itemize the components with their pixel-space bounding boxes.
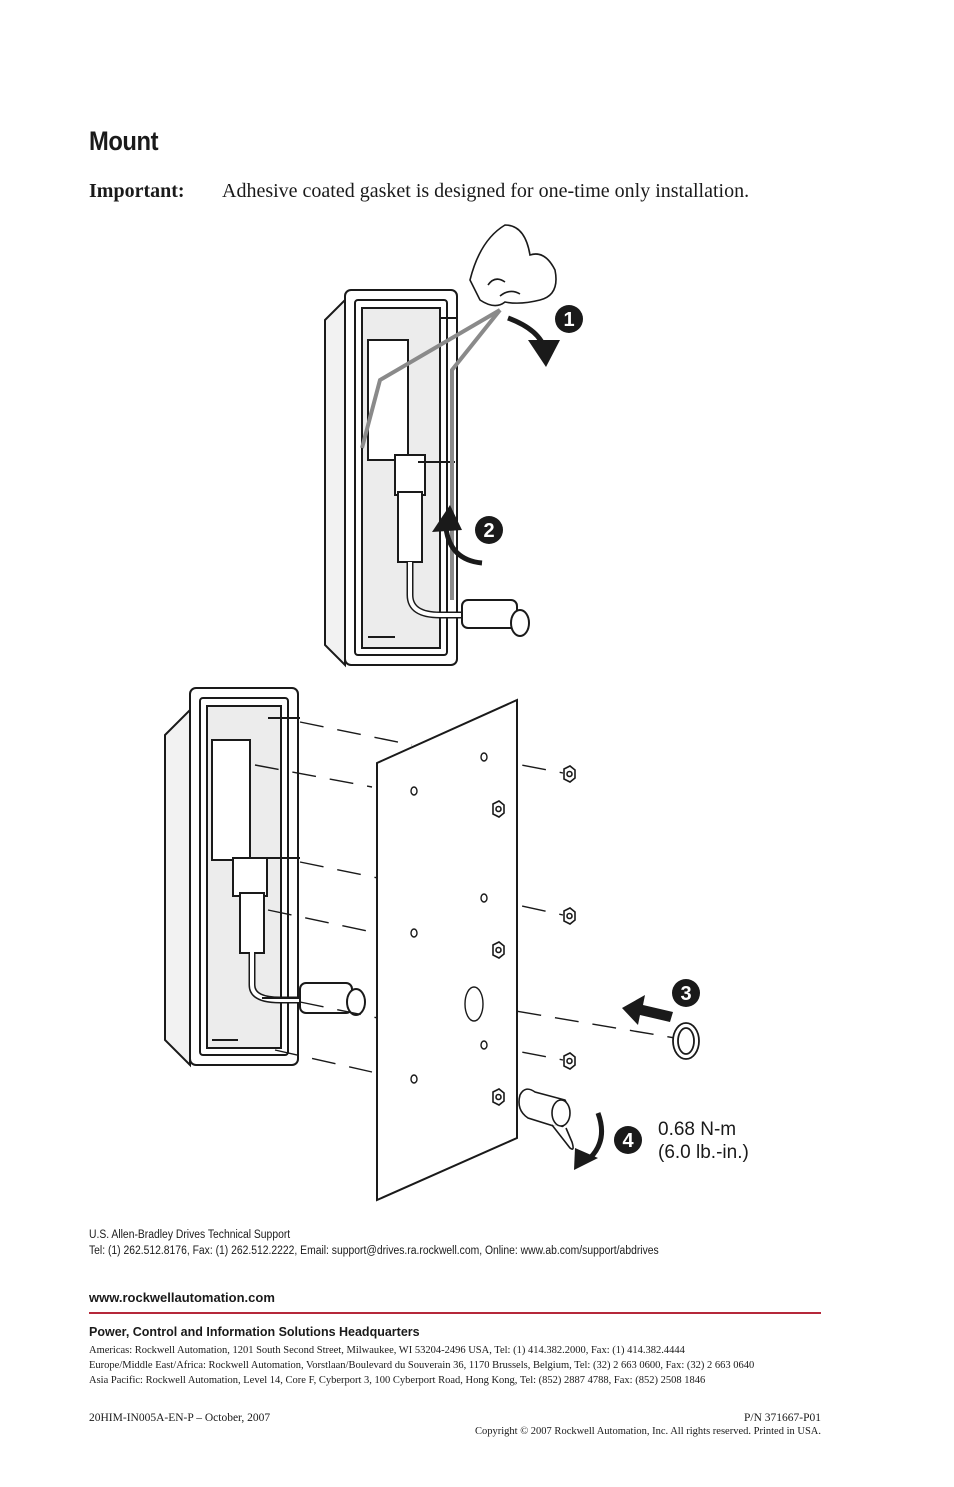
arrow-head-icon — [432, 505, 462, 532]
hq-title: Power, Control and Information Solutions… — [89, 1325, 420, 1339]
step-badge-3: 3 — [672, 979, 700, 1007]
nut-driver-icon — [518, 1088, 574, 1150]
nut-icon — [492, 765, 576, 1106]
support-title: U.S. Allen-Bradley Drives Technical Supp… — [89, 1229, 291, 1241]
push-arrow-icon — [622, 995, 673, 1025]
torque-spec: 0.68 N-m (6.0 lb.-in.) — [658, 1118, 749, 1164]
address-asia-pacific: Asia Pacific: Rockwell Automation, Level… — [89, 1375, 706, 1386]
regional-addresses: Americas: Rockwell Automation, 1201 Sout… — [89, 1343, 754, 1388]
plate-holes — [410, 752, 488, 1084]
step-badge-4: 4 — [614, 1126, 642, 1154]
important-label: Important: — [89, 180, 185, 202]
rotate-arrow-icon — [588, 1112, 605, 1160]
step-number: 1 — [563, 309, 574, 331]
enclosure-upper — [324, 289, 530, 668]
footer-divider — [89, 1312, 821, 1314]
grommet-icon — [672, 1022, 700, 1060]
step-badge-2: 2 — [475, 516, 503, 544]
hand-icon — [469, 224, 557, 307]
support-info: U.S. Allen-Bradley Drives Technical Supp… — [89, 1227, 659, 1259]
copyright: Copyright © 2007 Rockwell Automation, In… — [475, 1426, 821, 1437]
website-link[interactable]: www.rockwellautomation.com — [89, 1290, 275, 1305]
torque-metric: 0.68 N-m — [658, 1119, 737, 1140]
important-text: Adhesive coated gasket is designed for o… — [222, 180, 750, 202]
publication-number: 20HIM-IN005A-EN-P – October, 2007 — [89, 1412, 271, 1424]
enclosure-lower — [164, 687, 366, 1068]
step-number: 2 — [483, 520, 494, 542]
part-number: P/N 371667-P01 — [744, 1412, 821, 1424]
mounting-plate — [376, 698, 518, 1202]
torque-imperial: (6.0 lb.-in.) — [658, 1142, 749, 1163]
address-americas: Americas: Rockwell Automation, 1201 Sout… — [89, 1345, 685, 1356]
page-title: Mount — [89, 126, 159, 156]
step-number: 3 — [680, 983, 691, 1005]
arrow-head-icon — [528, 340, 560, 367]
step-number: 4 — [622, 1130, 634, 1152]
step-badge-1: 1 — [555, 305, 583, 333]
arrow-head-icon — [574, 1148, 598, 1170]
rotate-arrow-icon — [443, 527, 483, 566]
support-contacts: Tel: (1) 262.512.8176, Fax: (1) 262.512.… — [89, 1245, 659, 1257]
address-emea: Europe/Middle East/Africa: Rockwell Auto… — [89, 1360, 755, 1371]
